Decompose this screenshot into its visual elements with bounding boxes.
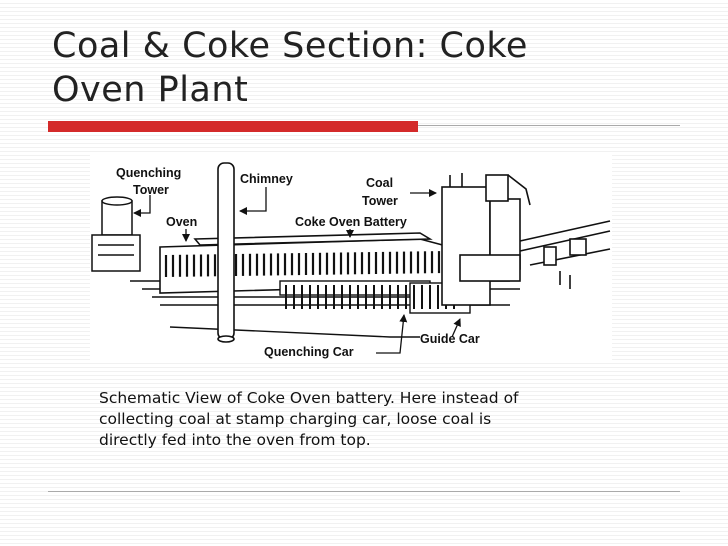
oven-doors	[164, 251, 441, 277]
label-leaders	[133, 187, 461, 354]
schematic-drawing: Quenching Tower Chimney Coal Tower Oven …	[91, 162, 611, 359]
title-line-1: Coal & Coke Section: Coke	[52, 26, 528, 66]
figure-caption: Schematic View of Coke Oven battery. Her…	[99, 388, 619, 451]
conveyor-machinery	[519, 220, 611, 289]
footer-divider-line	[48, 491, 680, 492]
slide-title: Coal & Coke Section: Coke Oven Plant	[52, 24, 692, 112]
label-coal-tower-line-1: Coal	[366, 176, 393, 190]
lower-oven-doors	[285, 285, 455, 309]
quenching-tower-shape	[91, 196, 141, 272]
title-divider-line	[418, 125, 680, 126]
label-quenching-tower-line-2: Tower	[133, 183, 169, 197]
label-quenching-car: Quenching Car	[264, 345, 354, 359]
caption-line-2: collecting coal at stamp charging car, l…	[99, 410, 492, 428]
label-chimney: Chimney	[240, 172, 293, 186]
label-quenching-tower-line-1: Quenching	[116, 166, 181, 180]
label-oven: Oven	[166, 215, 197, 229]
label-guide-car: Guide Car	[420, 332, 480, 346]
title-line-2: Oven Plant	[52, 70, 249, 110]
chimney-shape	[217, 162, 235, 343]
coal-tower-shape	[441, 173, 531, 306]
coke-oven-schematic: Quenching Tower Chimney Coal Tower Oven …	[90, 155, 612, 363]
label-coal-tower-line-2: Tower	[362, 194, 398, 208]
label-coke-oven-battery: Coke Oven Battery	[295, 215, 407, 229]
caption-line-1: Schematic View of Coke Oven battery. Her…	[99, 389, 519, 407]
caption-line-3: directly fed into the oven from top.	[99, 431, 371, 449]
title-accent-bar	[48, 121, 418, 132]
